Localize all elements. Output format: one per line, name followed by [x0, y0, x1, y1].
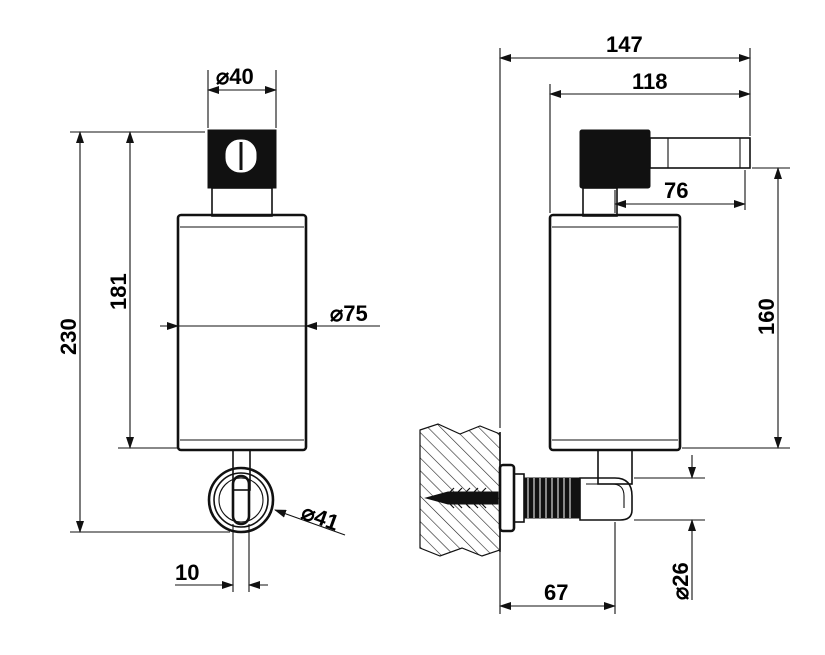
- container-body-side: [548, 213, 682, 452]
- dim-body-diameter: ⌀75: [160, 301, 380, 330]
- dim-wall-offset: 67: [499, 522, 616, 614]
- pump-head: [207, 129, 277, 217]
- side-view: 147 118 76 160 ⌀26: [419, 32, 790, 614]
- dim-wall-offset-text: 67: [544, 580, 568, 605]
- wall-screw: [424, 487, 499, 509]
- dim-arm-diameter: ⌀26: [634, 455, 705, 600]
- container-body: [176, 213, 308, 452]
- front-view: ⌀40 230 181 ⌀75 ⌀41: [56, 64, 380, 592]
- dim-wall-plate-diameter: ⌀41: [274, 499, 346, 536]
- wall-mount-front: [207, 449, 275, 534]
- dim-spout-length-text: 76: [664, 178, 688, 203]
- dim-cap-diameter-text: ⌀40: [216, 64, 254, 89]
- dim-body-height-text: 181: [106, 273, 131, 310]
- dim-cap-diameter: ⌀40: [207, 64, 277, 128]
- dim-body-depth: 118: [549, 69, 751, 213]
- dim-spout-height-text: 160: [754, 298, 779, 335]
- dim-body-diameter-text: ⌀75: [330, 301, 368, 326]
- dim-stem-width-text: 10: [175, 560, 199, 585]
- wall-mount-side: [498, 449, 633, 533]
- dim-spout-height: 160: [682, 167, 790, 449]
- dim-total-depth: 147: [499, 32, 751, 428]
- dim-body-height: 181: [106, 131, 178, 449]
- dim-total-height: 230: [56, 131, 230, 533]
- dim-total-depth-text: 147: [606, 32, 643, 57]
- dim-body-depth-text: 118: [632, 69, 668, 94]
- dim-total-height-text: 230: [56, 318, 81, 355]
- dim-wall-plate-diameter-text: ⌀41: [298, 499, 342, 535]
- dim-stem-width: 10: [175, 524, 268, 592]
- dim-spout-length: 76: [614, 170, 746, 213]
- spout: [649, 137, 751, 169]
- dim-arm-diameter-text: ⌀26: [668, 562, 693, 600]
